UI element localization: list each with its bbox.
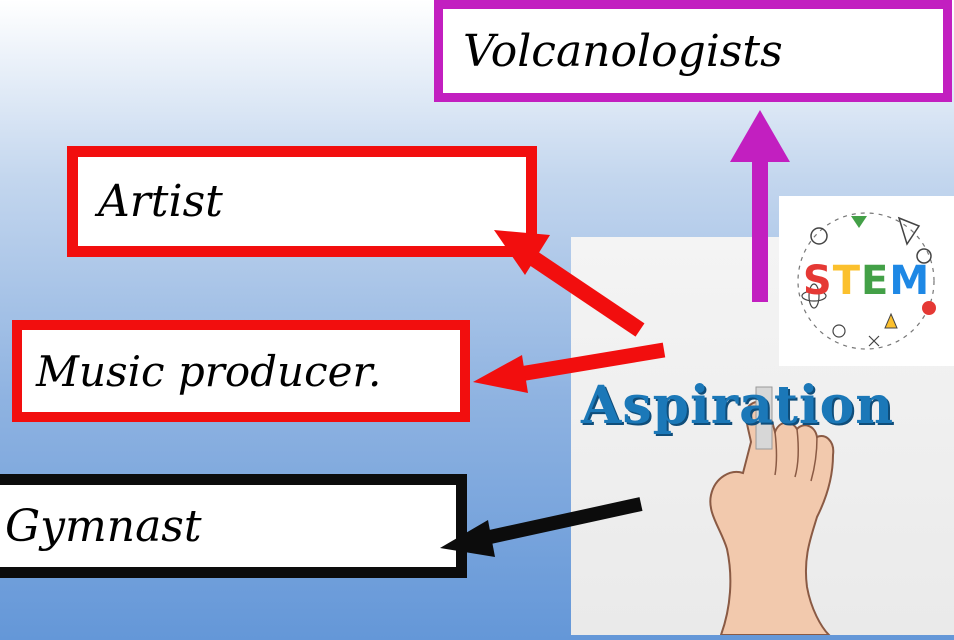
stem-letter-s: S xyxy=(802,258,833,304)
arrow-to-artist xyxy=(494,230,645,337)
arrow-to-volcanologists xyxy=(730,110,790,302)
stem-word: STEM xyxy=(779,258,954,304)
science-doodles-icon xyxy=(797,212,936,350)
stem-letter-t: T xyxy=(832,258,861,304)
label-music-producer: Music producer. xyxy=(36,346,382,396)
stem-image: STEM xyxy=(779,196,954,366)
hand-icon xyxy=(709,386,835,635)
label-box-music-producer: Music producer. xyxy=(12,320,470,422)
stem-letter-m: M xyxy=(889,258,931,304)
label-box-volcanologists: Volcanologists xyxy=(434,0,952,102)
label-box-gymnast: Gymnast xyxy=(0,474,467,578)
label-gymnast: Gymnast xyxy=(5,500,202,552)
label-volcanologists: Volcanologists xyxy=(463,25,783,77)
label-box-artist: Artist xyxy=(67,146,537,257)
aspiration-word: Aspiration xyxy=(581,375,895,436)
label-artist: Artist xyxy=(98,176,223,227)
stem-letter-e: E xyxy=(860,258,890,304)
arrow-to-music-producer xyxy=(473,342,666,393)
arrow-to-gymnast xyxy=(440,497,643,557)
